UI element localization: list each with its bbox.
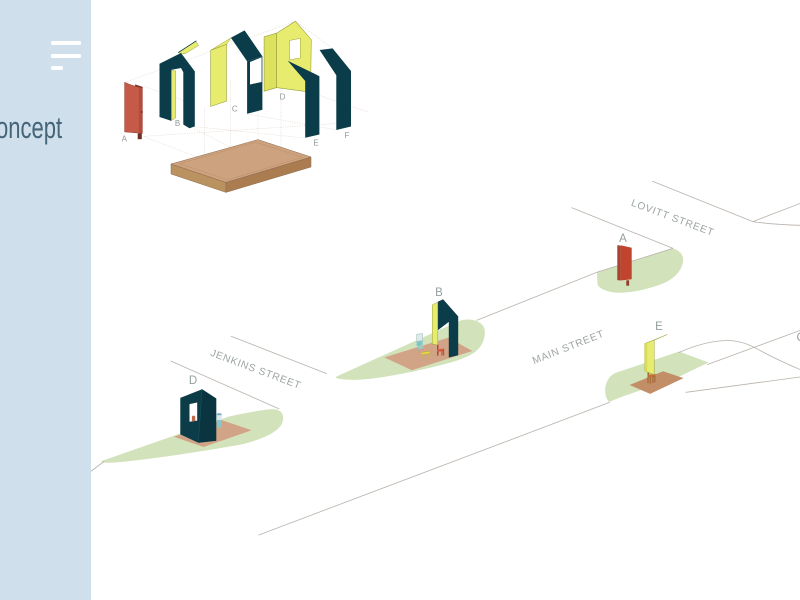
svg-text:A: A xyxy=(619,233,627,245)
svg-text:C: C xyxy=(797,332,800,344)
svg-text:LOVITT STREET: LOVITT STREET xyxy=(630,198,716,239)
svg-text:E: E xyxy=(655,321,663,333)
svg-text:B: B xyxy=(435,287,443,299)
svg-text:E: E xyxy=(313,139,318,148)
svg-text:F: F xyxy=(345,131,350,140)
svg-text:JENKINS STREET: JENKINS STREET xyxy=(209,348,303,392)
svg-text:A: A xyxy=(122,135,128,144)
svg-text:D: D xyxy=(189,375,197,387)
svg-text:D: D xyxy=(280,93,286,102)
svg-text:MAIN STREET: MAIN STREET xyxy=(531,329,606,367)
svg-text:C: C xyxy=(232,105,238,114)
svg-text:B: B xyxy=(175,119,180,128)
